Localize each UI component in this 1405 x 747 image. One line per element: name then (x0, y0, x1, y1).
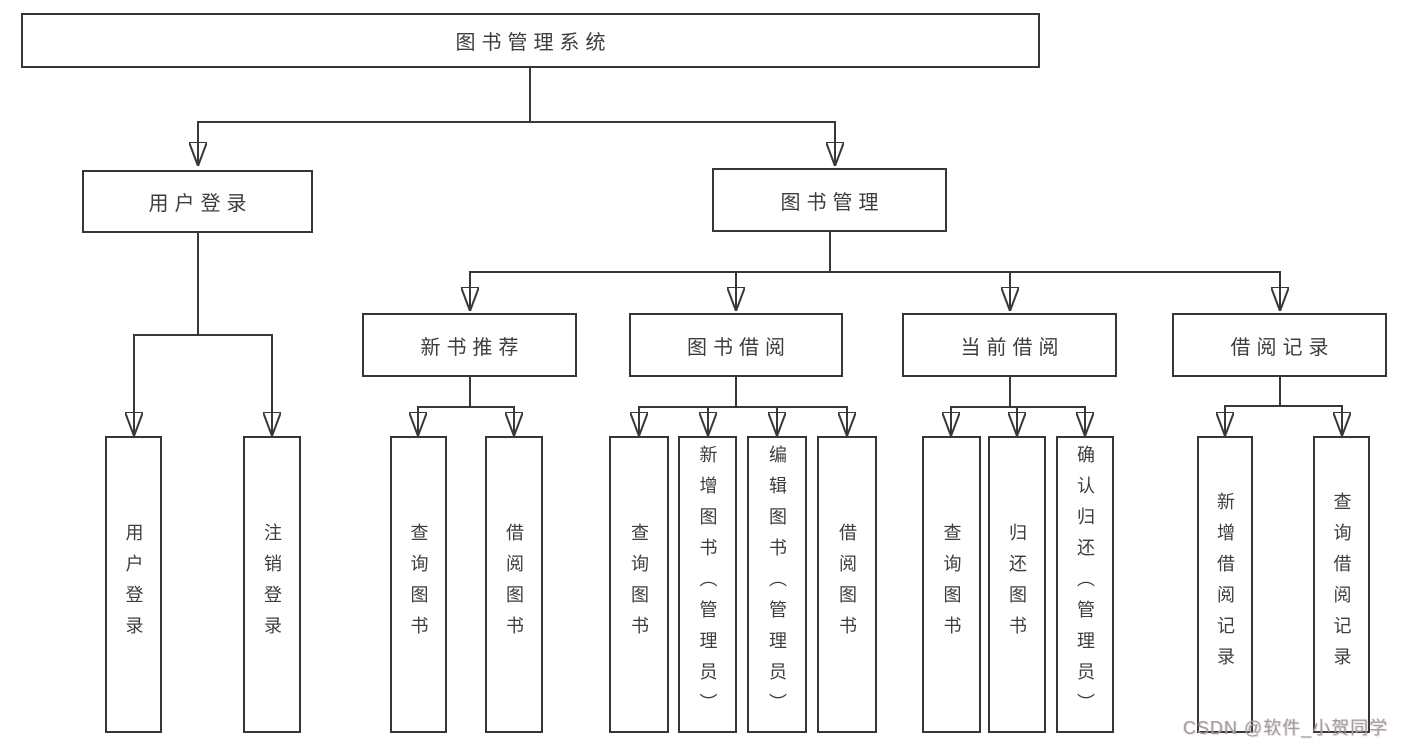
leaf-query-books-1-label: 查询图书 (408, 522, 429, 647)
node-book-borrow-label: 图书借阅 (687, 336, 791, 359)
leaf-add-borrow-record: 新增借阅记录 (1197, 436, 1253, 733)
node-new-book-recommend: 新书推荐 (362, 313, 577, 377)
leaf-query-books-2: 查询图书 (609, 436, 669, 733)
leaf-return-book-label: 归还图书 (1007, 522, 1027, 647)
leaf-query-books-1: 查询图书 (390, 436, 447, 733)
leaf-return-book: 归还图书 (988, 436, 1046, 733)
leaf-add-borrow-record-label: 新增借阅记录 (1215, 491, 1235, 678)
leaf-logout-login-label: 注销登录 (262, 522, 282, 647)
leaf-query-books-2-label: 查询图书 (629, 522, 649, 647)
node-current-borrow-label: 当前借阅 (960, 336, 1065, 359)
node-library-system: 图书管理系统 (21, 13, 1040, 68)
leaf-add-book-admin: 新增图书（管理员） (678, 436, 737, 733)
leaf-query-borrow-record: 查询借阅记录 (1313, 436, 1370, 733)
node-book-borrow: 图书借阅 (629, 313, 843, 377)
node-borrow-records: 借阅记录 (1172, 313, 1387, 377)
leaf-borrow-books-1: 借阅图书 (485, 436, 543, 733)
leaf-borrow-books-2-label: 借阅图书 (837, 522, 857, 647)
node-user-login-label: 用户登录 (148, 193, 253, 215)
leaf-borrow-books-1-label: 借阅图书 (504, 522, 524, 647)
leaf-logout-login: 注销登录 (243, 436, 301, 733)
leaf-confirm-return-admin: 确认归还（管理员） (1056, 436, 1114, 733)
leaf-edit-book-admin-label: 编辑图书（管理员） (767, 445, 787, 724)
leaf-query-books-3-label: 查询图书 (941, 522, 962, 647)
node-book-management: 图书管理 (712, 168, 947, 232)
leaf-confirm-return-admin-label: 确认归还（管理员） (1075, 445, 1095, 724)
leaf-query-borrow-record-label: 查询借阅记录 (1331, 491, 1352, 678)
node-library-system-label: 图书管理系统 (455, 32, 612, 54)
leaf-user-login: 用户登录 (105, 436, 162, 733)
node-book-management-label: 图书管理 (780, 191, 885, 214)
node-user-login: 用户登录 (82, 170, 313, 233)
leaf-borrow-books-2: 借阅图书 (817, 436, 877, 733)
leaf-add-book-admin-label: 新增图书（管理员） (697, 445, 718, 724)
watermark: CSDN @软件_小贺同学 (1183, 718, 1389, 738)
leaf-user-login-label: 用户登录 (123, 522, 144, 647)
leaf-query-books-3: 查询图书 (922, 436, 981, 733)
node-new-book-recommend-label: 新书推荐 (420, 336, 525, 359)
leaf-edit-book-admin: 编辑图书（管理员） (747, 436, 807, 733)
node-borrow-records-label: 借阅记录 (1230, 336, 1335, 359)
node-current-borrow: 当前借阅 (902, 313, 1117, 377)
